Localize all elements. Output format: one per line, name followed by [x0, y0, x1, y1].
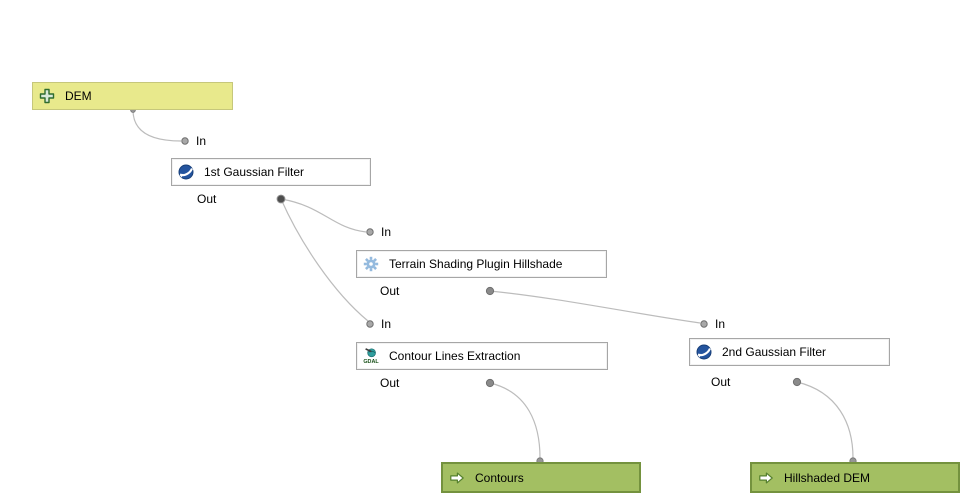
saga-icon [696, 344, 712, 360]
saga-icon [178, 164, 194, 180]
edge-terrain-to-gaussian2 [489, 290, 701, 324]
contour-in-label: In [381, 317, 392, 331]
contour-out-label: Out [380, 376, 400, 390]
contour-out-socket[interactable] [485, 378, 495, 388]
gdal-icon: GDAL [363, 348, 379, 364]
gaussian2-out-label: Out [711, 375, 731, 389]
svg-text:GDAL: GDAL [363, 359, 379, 364]
gaussian2-in-socket[interactable] [700, 320, 708, 328]
arrow-right-icon [759, 472, 773, 483]
node-hillshaded-dem-label: Hillshaded DEM [784, 470, 871, 485]
node-hillshaded-dem-output[interactable]: Hillshaded DEM [750, 462, 960, 493]
node-contour-extraction-label: Contour Lines Extraction [389, 349, 521, 363]
node-terrain-hillshade[interactable]: Terrain Shading Plugin Hillshade [356, 250, 607, 278]
arrow-right-icon [450, 472, 464, 483]
contour-in-socket[interactable] [366, 320, 374, 328]
edge-contour-to-contours [489, 382, 541, 459]
edge-dem-to-gaussian1 [132, 109, 182, 142]
edge-gaussian1-to-contour [280, 198, 369, 322]
node-contours-output[interactable]: Contours [441, 462, 641, 493]
edge-gaussian2-to-hillshaded [796, 381, 854, 459]
node-gaussian2[interactable]: 2nd Gaussian Filter [689, 338, 890, 366]
gaussian1-in-socket[interactable] [181, 137, 189, 145]
gaussian1-out-socket[interactable] [276, 194, 286, 204]
gaussian1-in-label: In [196, 134, 207, 148]
edge-gaussian1-to-terrain [280, 198, 367, 233]
terrain-out-socket[interactable] [485, 286, 495, 296]
plus-icon [39, 88, 55, 104]
terrain-in-socket[interactable] [366, 228, 374, 236]
node-gaussian1-label: 1st Gaussian Filter [204, 165, 305, 179]
node-terrain-hillshade-label: Terrain Shading Plugin Hillshade [389, 257, 563, 271]
node-dem-label: DEM [65, 89, 92, 103]
gaussian1-out-label: Out [197, 192, 217, 206]
node-gaussian1[interactable]: 1st Gaussian Filter [171, 158, 371, 186]
terrain-out-label: Out [380, 284, 400, 298]
node-contour-extraction[interactable]: GDAL Contour Lines Extraction [356, 342, 608, 370]
node-contours-label: Contours [475, 470, 524, 485]
node-gaussian2-label: 2nd Gaussian Filter [722, 345, 827, 359]
gaussian2-in-label: In [715, 317, 726, 331]
node-dem-input[interactable]: DEM [32, 82, 233, 110]
gear-icon [363, 256, 379, 272]
gaussian2-out-socket[interactable] [792, 377, 802, 387]
terrain-in-label: In [381, 225, 392, 239]
